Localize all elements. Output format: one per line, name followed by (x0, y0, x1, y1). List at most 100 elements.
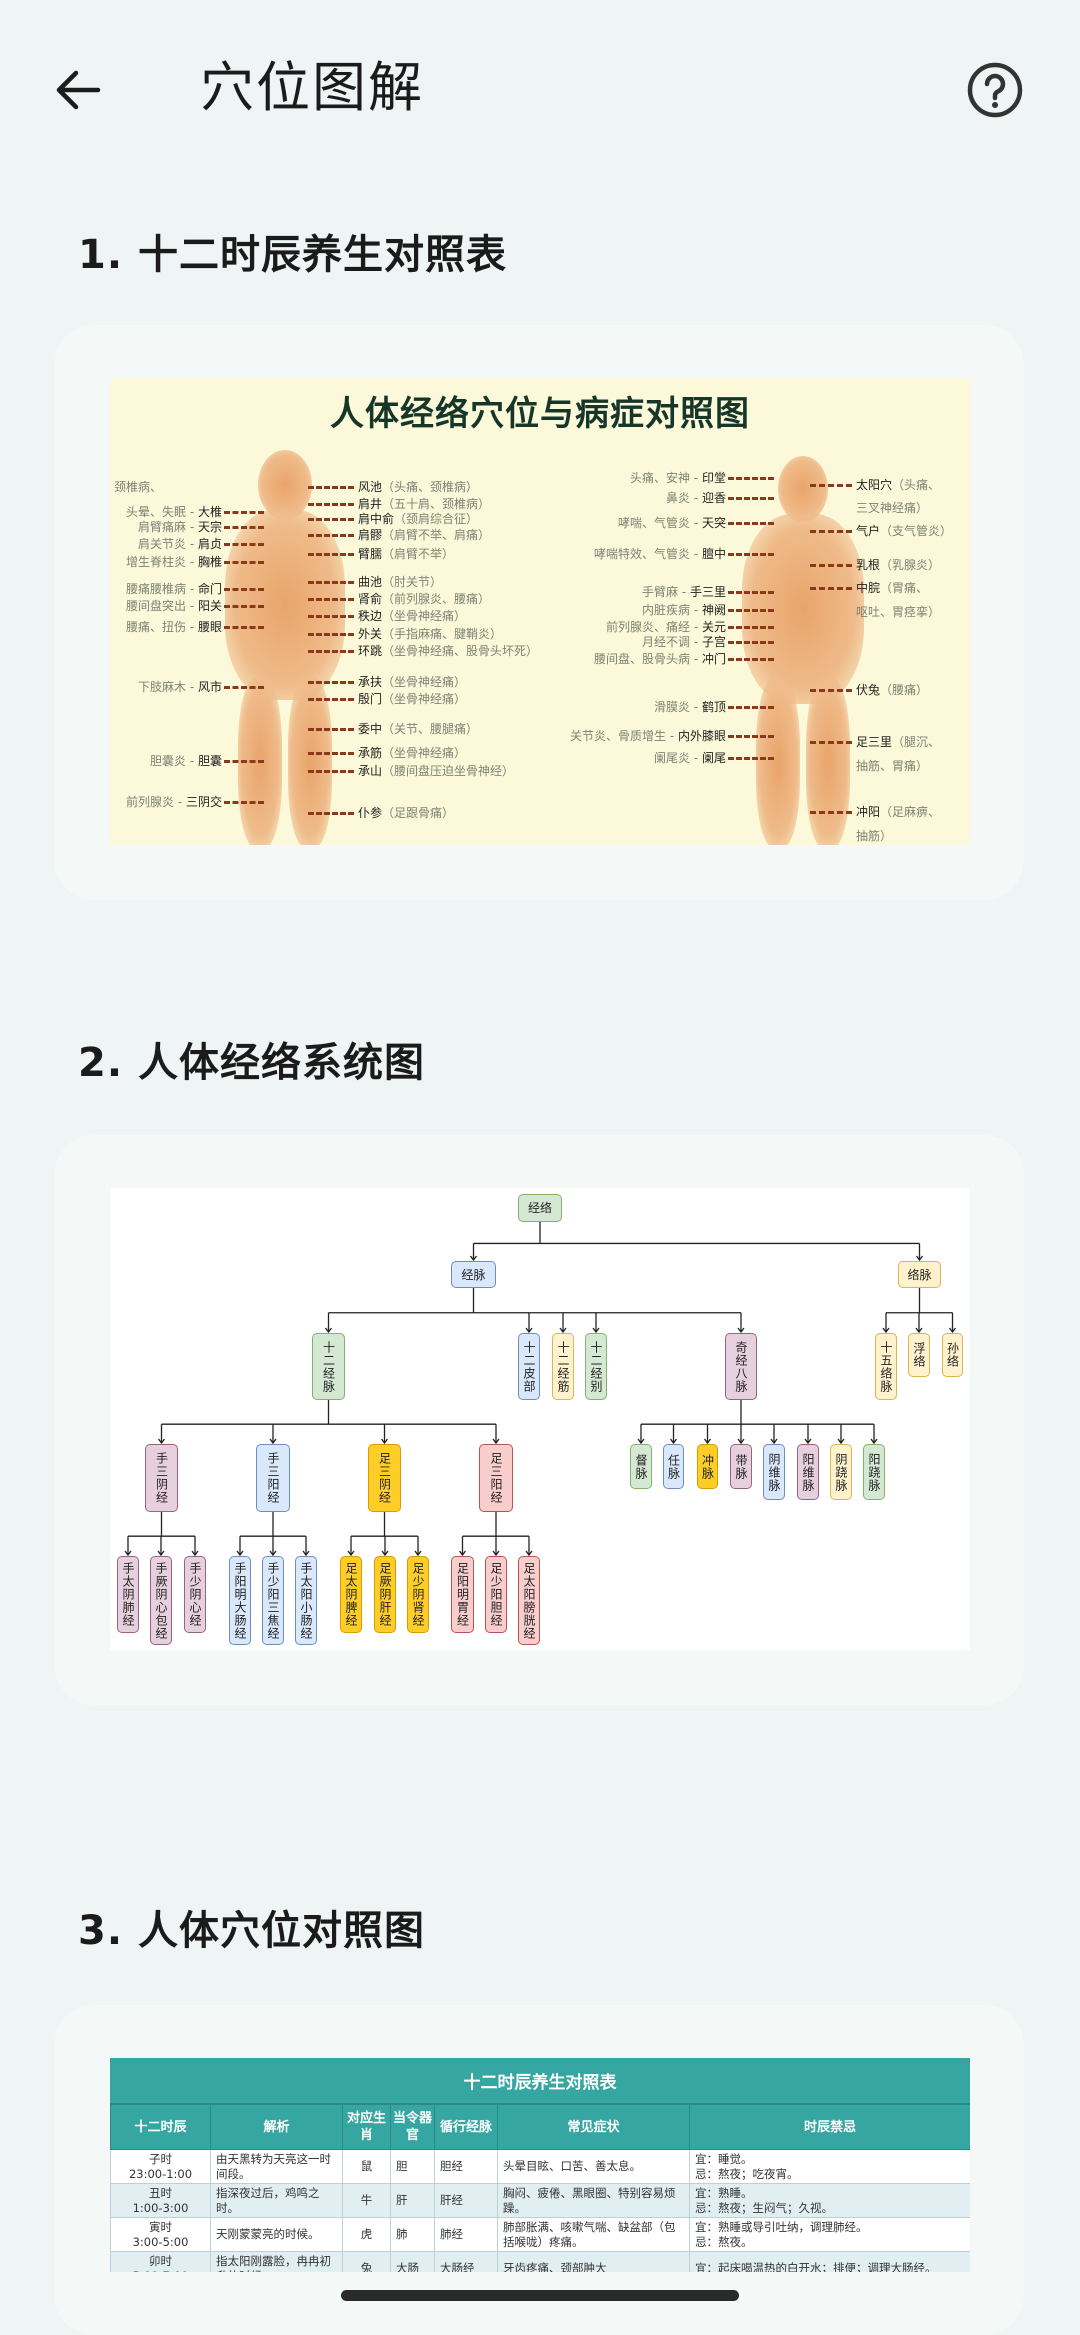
acupoint-label: 足三里（腿沉、 (856, 735, 940, 749)
acupoint-symptom: （坐骨神经痛） (382, 675, 467, 689)
zodiac-cell: 鼠 (342, 2149, 391, 2184)
shichen-table-image[interactable]: 十二时辰养生对照表 十二时辰 解析 对应生肖 当令器官 循行经脉 常见症状 时辰… (110, 2058, 970, 2272)
acupoint-name: 印堂 (701, 471, 726, 485)
acupoint-label: 风池（头痛、颈椎病） (358, 480, 478, 494)
acupoint-symptom: 哮喘特效、气管炎 - (594, 547, 702, 561)
leader-line (224, 543, 264, 546)
acupoint-name: 伏兔 (856, 683, 881, 697)
diagram-node: 阳维脉 (797, 1444, 819, 1500)
help-button[interactable] (965, 60, 1025, 120)
diagram-node: 冲脉 (697, 1444, 718, 1489)
arrowhead (882, 1327, 890, 1334)
acupoint-symptom: （足麻痹、 (880, 805, 941, 819)
section-heading-2: 2. 人体经络系统图 (78, 1040, 425, 1086)
acupoint-label: 伏兔（腰痛） (856, 683, 928, 697)
acupoint-label: 腰间盘突出 - 阳关 (126, 599, 222, 613)
arrowhead (870, 1438, 878, 1445)
help-circle-icon (967, 62, 1023, 118)
acupoint-label: 前列腺炎 - 三阴交 (126, 795, 222, 809)
arrowhead (236, 1550, 244, 1557)
section-heading-3: 3. 人体穴位对照图 (78, 1908, 425, 1954)
diagram-node: 阳跷脉 (863, 1444, 885, 1500)
arrowhead (915, 1327, 923, 1334)
diagram-node: 阴跷脉 (830, 1444, 852, 1500)
arrowhead (948, 1327, 957, 1334)
time-cell: 卯时 5:00-7:00 (110, 2251, 211, 2272)
acupoint-name: 肩髎 (358, 528, 383, 542)
organ-cell: 大肠 (390, 2251, 435, 2272)
arrowhead (592, 1327, 600, 1334)
organ-cell: 肝 (390, 2183, 435, 2218)
acupoint-symptom: 前列腺炎、痛经 - (606, 620, 702, 634)
acupoint-symptom: 鼻炎 - (666, 491, 702, 505)
arrowhead (302, 1550, 310, 1557)
acupoint-name: 阑尾 (701, 751, 726, 765)
arrow-left-icon (56, 70, 101, 110)
acupoint-label: 手臂麻 - 手三里 (642, 585, 726, 599)
meridian-diagram-image[interactable]: 经络经脉络脉十二经脉十二皮部十二经筋十二经别奇经八脉十五络脉浮络孙络手三阴经手三… (110, 1188, 970, 1650)
acupoint-label: 哮喘特效、气管炎 - 膻中 (594, 547, 726, 561)
time-cell: 丑时 1:00-3:00 (110, 2183, 211, 2218)
diagram-node: 足少阳胆经 (485, 1556, 507, 1633)
acupoint-symptom: 头晕、失眠 - (126, 505, 198, 519)
acupoint-name: 风市 (197, 680, 222, 694)
home-indicator[interactable] (341, 2290, 739, 2301)
diagram-node: 足少阴肾经 (407, 1556, 429, 1633)
front-figure-head (778, 456, 828, 522)
acupoint-symptom: 颈椎病、 (114, 480, 163, 494)
acupoint-label: 鼻炎 - 迎香 (666, 491, 726, 505)
acupoint-label: 殷门（坐骨神经痛） (358, 692, 466, 706)
arrowhead (157, 1550, 165, 1557)
leader-line (728, 553, 774, 556)
diagram-node: 足厥阴肝经 (374, 1556, 396, 1633)
leader-line (308, 486, 354, 489)
leader-line (728, 757, 774, 760)
acupoint-name: 中脘 (856, 581, 881, 595)
zodiac-cell: 兔 (342, 2251, 391, 2272)
leader-line (810, 530, 852, 533)
acupoint-symptom: 哮喘、气管炎 - (618, 516, 702, 530)
diagram-node: 经络 (518, 1194, 562, 1222)
arrowhead (804, 1438, 812, 1445)
diagram-node: 督脉 (630, 1444, 652, 1489)
acupoint-label: 腰间盘、股骨头病 - 冲门 (594, 652, 726, 666)
leader-line (224, 511, 264, 514)
acupoint-name: 腰眼 (197, 620, 222, 634)
arrowhead (915, 1255, 924, 1262)
acupoint-label: 气户（支气管炎） (856, 524, 952, 538)
acupoint-label: 臂臑（肩臂不举） (358, 547, 454, 561)
meridian-cell: 肝经 (434, 2183, 498, 2218)
acupoint-name: 命门 (197, 582, 222, 596)
acupoint-name: 足三里 (856, 735, 893, 749)
leader-line (728, 641, 774, 644)
diagram-node: 足三阴经 (368, 1444, 401, 1512)
acupoint-label: 冲阳（足麻痹、 (856, 805, 940, 819)
arrowhead (525, 1550, 533, 1557)
col-header: 十二时辰 (110, 2104, 211, 2150)
acupoint-label: 肩关节炎 - 肩贞 (138, 537, 222, 551)
leader-line (728, 706, 774, 709)
acupoint-name: 大椎 (197, 505, 222, 519)
leader-line (810, 564, 852, 567)
acupoint-name: 环跳 (358, 644, 383, 658)
acupoint-label: 肩中俞（颈肩综合征） (358, 512, 478, 526)
diagram-node: 足阳明胃经 (451, 1556, 474, 1633)
acupoint-chart-image[interactable]: 人体经络穴位与病症对照图 颈椎病、头晕、失眠 - 大椎肩臂痛麻 - 天宗肩关节炎… (110, 378, 970, 845)
leader-line (308, 581, 354, 584)
acupoint-label: 外关（手指麻痛、腱鞘炎） (358, 627, 502, 641)
diagram-node: 手厥阴心包经 (150, 1556, 172, 1645)
diagram-node: 孙络 (942, 1333, 963, 1377)
arrowhead (458, 1550, 467, 1557)
acupoint-label: 承山（腰间盘压迫坐骨神经） (358, 764, 514, 778)
leader-line (728, 497, 774, 500)
acupoint-name: 气户 (856, 524, 881, 538)
diagram-node: 十二皮部 (518, 1333, 540, 1400)
acupoint-symptom: （乳腺炎） (880, 558, 941, 572)
back-button[interactable] (50, 60, 110, 120)
organ-cell: 胆 (390, 2149, 435, 2184)
acupoint-symptom: 头痛、安神 - (630, 471, 702, 485)
acupoint-label: 乳根（乳腺炎） (856, 558, 940, 572)
acupoint-name: 殷门 (358, 692, 383, 706)
acupoint-name: 鹤顶 (701, 700, 726, 714)
